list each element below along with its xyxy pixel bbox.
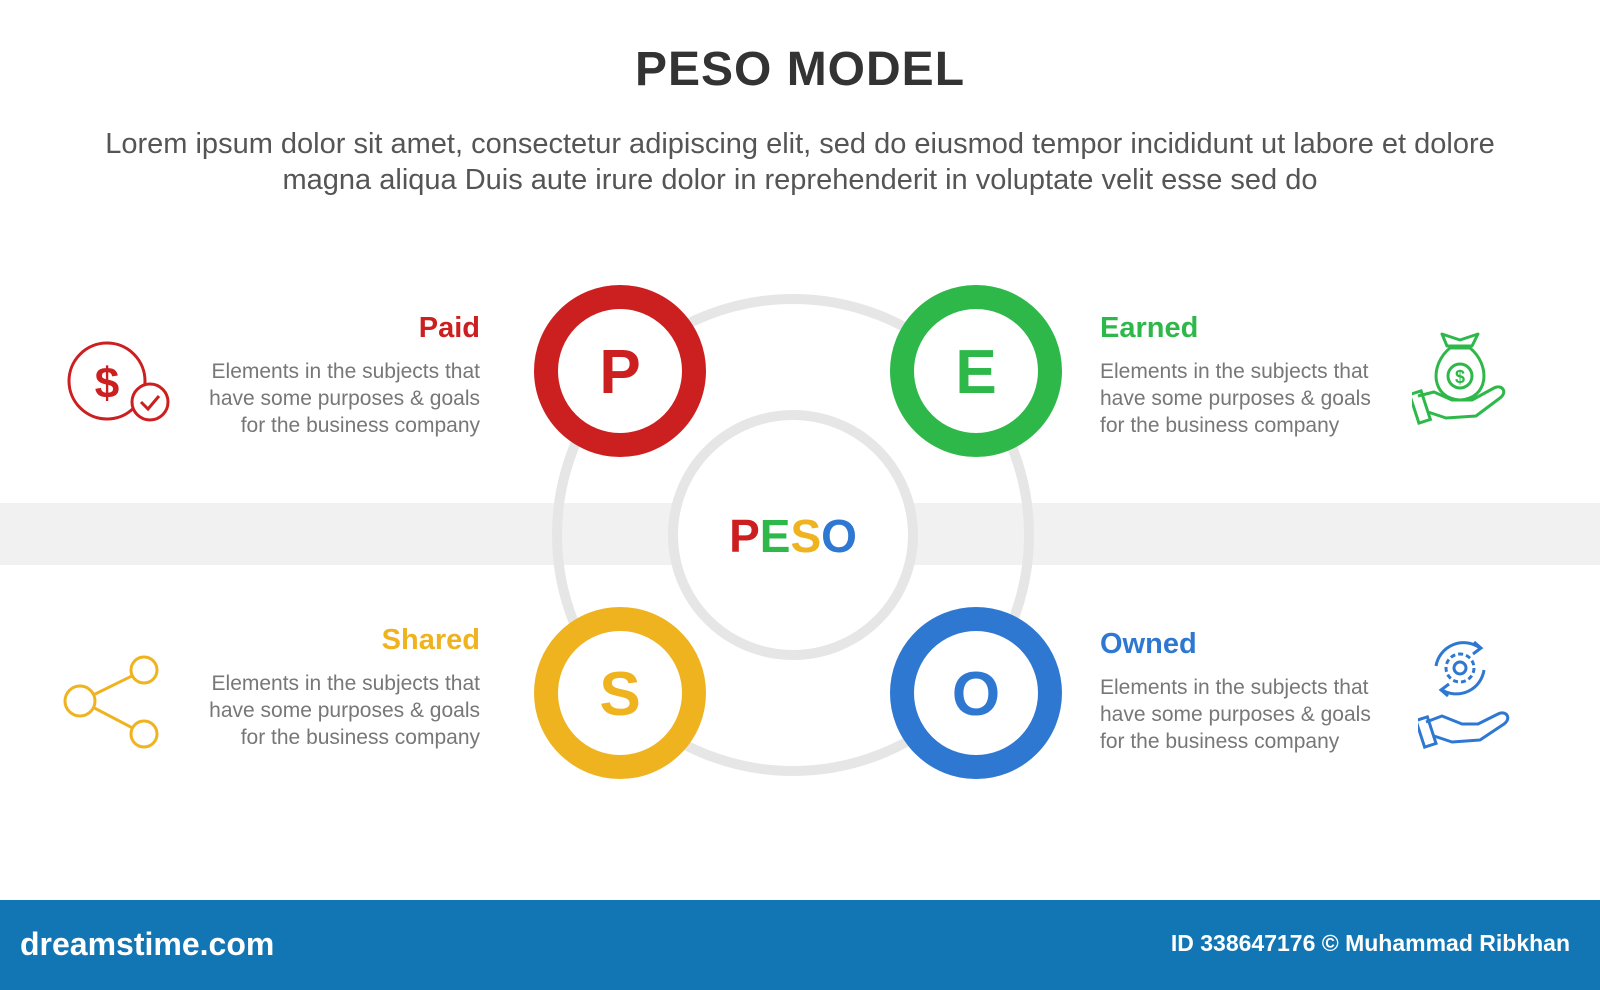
footer-credit: ID 338647176 © Muhammad Ribkhan xyxy=(1170,930,1570,956)
letter-o: O xyxy=(952,660,1000,729)
desc-earned-line-1: Elements in the subjects that xyxy=(1100,360,1369,383)
desc-paid-line-3: for the business company xyxy=(240,414,480,437)
desc-shared-line-3: for the business company xyxy=(240,726,480,749)
footer-logo[interactable]: dreamstime.com xyxy=(20,926,275,962)
dollar-check-icon: $ xyxy=(67,341,170,422)
desc-paid-line-1: Elements in the subjects that xyxy=(211,360,480,383)
center-letter-e: E xyxy=(760,510,791,562)
outer-ring xyxy=(552,294,1034,776)
center-peso-label: PESO xyxy=(729,510,857,562)
share-icon xyxy=(63,655,159,749)
desc-earned: Elements in the subjects that have some … xyxy=(1100,358,1400,439)
gear-hand-icon xyxy=(1418,640,1510,750)
circle-earned: E xyxy=(890,285,1062,457)
page-title: PESO MODEL xyxy=(634,43,966,96)
desc-earned-line-2: have some purposes & goals xyxy=(1100,387,1371,410)
svg-text:$: $ xyxy=(95,359,119,408)
heading-owned: Owned xyxy=(1100,628,1197,660)
desc-owned-line-3: for the business company xyxy=(1100,730,1340,753)
heading-shared: Shared xyxy=(381,624,480,656)
svg-text:$: $ xyxy=(1455,367,1465,387)
money-bag-hand-icon: $ xyxy=(1412,332,1506,426)
heading-earned: Earned xyxy=(1100,312,1199,344)
desc-paid-line-2: have some purposes & goals xyxy=(209,387,480,410)
desc-paid: Elements in the subjects that have some … xyxy=(180,358,480,439)
circle-paid: P xyxy=(534,285,706,457)
circle-shared: S xyxy=(534,607,706,779)
desc-shared-line-2: have some purposes & goals xyxy=(209,699,480,722)
desc-owned: Elements in the subjects that have some … xyxy=(1100,674,1400,755)
center-letter-s: S xyxy=(790,510,821,562)
letter-p: P xyxy=(599,338,640,407)
center-letter-p: P xyxy=(729,510,760,562)
desc-shared: Elements in the subjects that have some … xyxy=(180,670,480,751)
desc-owned-line-2: have some purposes & goals xyxy=(1100,703,1371,726)
page-subtitle: Lorem ipsum dolor sit amet, consectetur … xyxy=(105,128,1495,196)
center-letter-o: O xyxy=(821,510,857,562)
heading-paid: Paid xyxy=(418,312,480,344)
desc-owned-line-1: Elements in the subjects that xyxy=(1100,676,1369,699)
desc-shared-line-1: Elements in the subjects that xyxy=(211,672,480,695)
letter-e: E xyxy=(955,338,996,407)
desc-earned-line-3: for the business company xyxy=(1100,414,1340,437)
inner-ring xyxy=(668,410,918,660)
footer-bar: dreamstime.com ID 338647176 © Muhammad R… xyxy=(0,900,1600,990)
letter-s: S xyxy=(599,660,640,729)
circle-owned: O xyxy=(890,607,1062,779)
